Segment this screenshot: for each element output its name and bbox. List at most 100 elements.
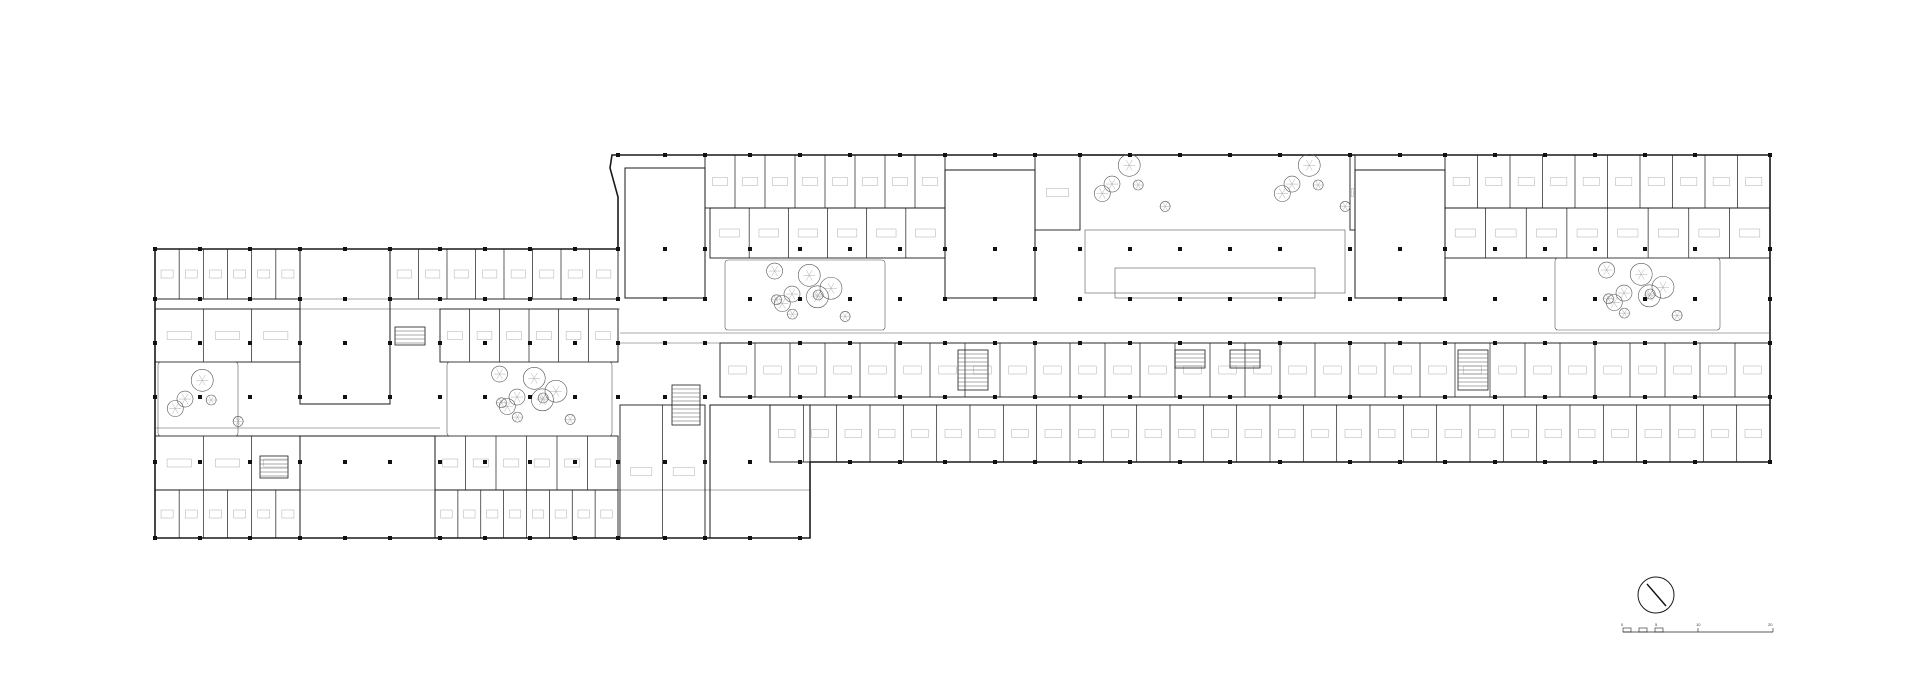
column — [248, 536, 252, 540]
desk — [876, 228, 897, 238]
column — [483, 460, 487, 464]
plant-leaf — [1099, 188, 1103, 194]
desk — [1211, 429, 1229, 438]
column — [748, 341, 752, 345]
plant-leaf — [1164, 206, 1169, 212]
desk — [1111, 429, 1129, 438]
column — [1643, 297, 1647, 301]
plant-leaf — [779, 303, 783, 309]
column — [943, 395, 947, 399]
plant-leaf — [181, 398, 186, 405]
plant-leaf — [809, 269, 813, 276]
plant-leaf — [172, 408, 176, 414]
column — [343, 460, 347, 464]
desk — [440, 509, 453, 519]
plant-leaf — [1318, 179, 1322, 186]
column — [748, 536, 752, 540]
plant-leaf — [789, 308, 793, 315]
plant-leaf — [542, 394, 546, 400]
column — [1768, 297, 1772, 301]
column — [1033, 247, 1037, 251]
desk — [1428, 365, 1447, 375]
hall-center-north — [624, 167, 706, 299]
column — [1278, 395, 1282, 399]
desk — [463, 509, 476, 519]
plant-leaf — [1138, 184, 1142, 191]
column — [483, 247, 487, 251]
hall-center-south — [709, 404, 811, 539]
structural-columns — [153, 153, 1772, 540]
plant-leaf — [806, 269, 810, 276]
desk — [728, 365, 747, 375]
column — [528, 247, 532, 251]
column — [1693, 247, 1697, 251]
desk — [1578, 429, 1596, 438]
column — [1078, 247, 1082, 251]
auditorium-steps — [1114, 267, 1316, 299]
plant-leaf — [208, 394, 212, 401]
plant-leaf — [498, 397, 502, 403]
plant-leaf — [814, 296, 818, 303]
plant-leaf — [534, 372, 538, 379]
column — [848, 247, 852, 251]
plant-leaf — [771, 270, 775, 277]
column — [663, 153, 667, 157]
column — [663, 460, 667, 464]
desk — [1323, 365, 1342, 375]
plant-leaf — [1306, 165, 1310, 171]
plant-leaf — [1279, 188, 1283, 194]
column — [993, 395, 997, 399]
desk — [425, 269, 441, 279]
column — [993, 153, 997, 157]
plant-leaf — [809, 275, 813, 281]
column — [298, 297, 302, 301]
column — [898, 153, 902, 157]
plant — [531, 388, 554, 412]
desk — [281, 509, 295, 519]
plant — [190, 368, 214, 392]
plant-leaf — [841, 316, 846, 322]
plant — [522, 366, 546, 390]
plant-leaf — [184, 398, 189, 405]
plant-leaf — [827, 288, 832, 294]
stair — [1174, 349, 1206, 369]
plant-leaf — [776, 299, 780, 306]
column — [1398, 247, 1402, 251]
plant — [819, 276, 843, 300]
column — [1178, 460, 1182, 464]
desk — [577, 509, 590, 519]
column — [528, 395, 532, 399]
plant-leaf — [516, 391, 521, 398]
plant-leaf — [552, 391, 557, 397]
plant-leaf — [199, 374, 203, 381]
column — [1348, 341, 1352, 345]
column — [1278, 460, 1282, 464]
column — [1493, 341, 1497, 345]
desk — [209, 269, 222, 279]
plant-leaf — [1603, 269, 1607, 276]
plant-leaf — [773, 294, 777, 300]
column — [798, 297, 802, 301]
desk — [1745, 177, 1763, 186]
desk — [758, 228, 779, 238]
column — [1643, 247, 1647, 251]
desk — [742, 177, 758, 186]
desk — [1511, 429, 1529, 438]
plant — [1638, 284, 1661, 308]
desk — [1712, 177, 1730, 186]
plant — [1651, 275, 1675, 299]
column — [1493, 153, 1497, 157]
plant-leaf — [202, 380, 206, 386]
left-wing-outline — [154, 154, 1771, 539]
desk — [903, 365, 922, 375]
plant-leaf — [1608, 298, 1612, 305]
plant-leaf — [1623, 292, 1628, 299]
plant-leaf — [1647, 288, 1651, 295]
column — [1493, 247, 1497, 251]
column — [1128, 247, 1132, 251]
column — [1178, 297, 1182, 301]
column — [1398, 297, 1402, 301]
plant — [1283, 175, 1301, 193]
plant-leaf — [1659, 287, 1664, 293]
desk — [1603, 365, 1622, 375]
